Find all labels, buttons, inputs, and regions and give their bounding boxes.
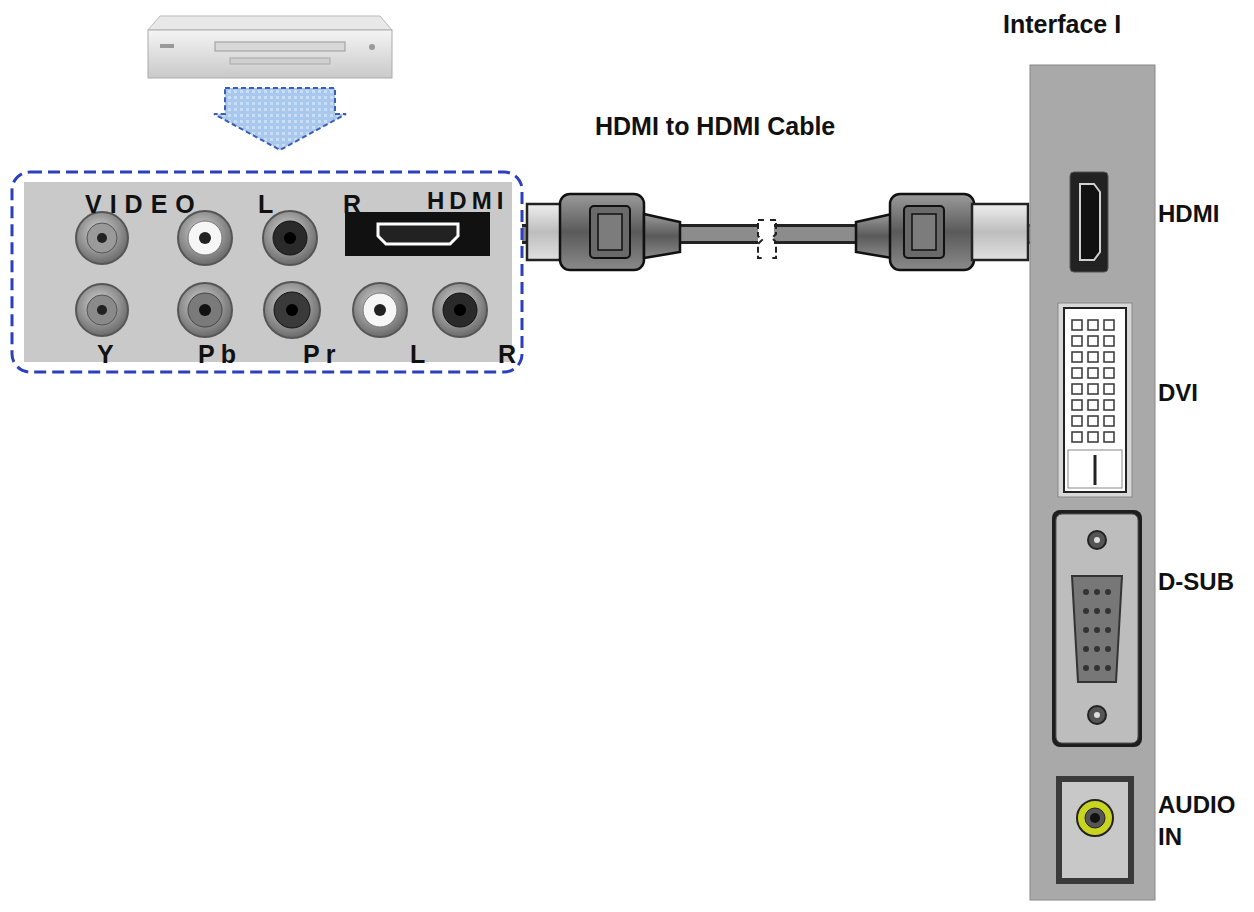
pin-dot bbox=[1094, 665, 1100, 671]
cable-label: HDMI to HDMI Cable bbox=[595, 112, 835, 141]
pin-dot bbox=[1083, 608, 1089, 614]
port-label: D-SUB bbox=[1158, 568, 1234, 596]
dvi-port: DVI bbox=[1058, 303, 1132, 497]
pin-dot bbox=[1083, 589, 1089, 595]
port-label: DVI bbox=[1158, 379, 1198, 407]
hdmi-output-port: HDMI bbox=[345, 212, 490, 256]
port-label: AUDIO IN bbox=[1158, 789, 1250, 853]
hdmi-input-port: HDMI bbox=[1070, 172, 1108, 272]
port-label: HDMI bbox=[1158, 200, 1219, 228]
pin-dot bbox=[1083, 646, 1089, 652]
interface-panel-node: Interface IHDMIDVID-SUBAUDIO IN bbox=[1030, 65, 1155, 900]
jack-label: Y bbox=[97, 340, 114, 369]
pin-dot bbox=[1094, 608, 1100, 614]
source-panel bbox=[24, 182, 512, 362]
audio-in-port: AUDIO IN bbox=[1056, 776, 1134, 884]
pin-dot bbox=[1094, 627, 1100, 633]
pin-dot bbox=[1105, 608, 1111, 614]
jack-label: L bbox=[410, 340, 425, 369]
down-arrow bbox=[214, 88, 346, 150]
pin-dot bbox=[1083, 627, 1089, 633]
pin-dot bbox=[1105, 589, 1111, 595]
pin-dot bbox=[1094, 589, 1100, 595]
pin-dot bbox=[1094, 646, 1100, 652]
pin-dot bbox=[1105, 665, 1111, 671]
source-panel-outline bbox=[12, 172, 522, 372]
port-label: Interface I bbox=[1003, 10, 1121, 39]
cable-break bbox=[758, 220, 776, 258]
port-label: HDMI bbox=[427, 187, 508, 215]
pin-dot bbox=[1105, 627, 1111, 633]
interface-panel bbox=[1030, 65, 1155, 900]
jack-label: R bbox=[343, 190, 361, 219]
dsub-port: D-SUB bbox=[1052, 510, 1142, 747]
jack-label: L bbox=[258, 190, 273, 219]
rca-jacks bbox=[76, 211, 487, 338]
hdmi-plug-right bbox=[856, 194, 1028, 270]
jack-label: Pr bbox=[303, 340, 341, 369]
hdmi-plug-left bbox=[527, 194, 680, 270]
jack-label: VIDEO bbox=[85, 190, 203, 219]
jack-label: Pb bbox=[198, 340, 242, 369]
pin-dot bbox=[1105, 646, 1111, 652]
jack-label: R bbox=[498, 340, 516, 369]
pin-dot bbox=[1083, 665, 1089, 671]
dvd-player bbox=[148, 16, 392, 78]
